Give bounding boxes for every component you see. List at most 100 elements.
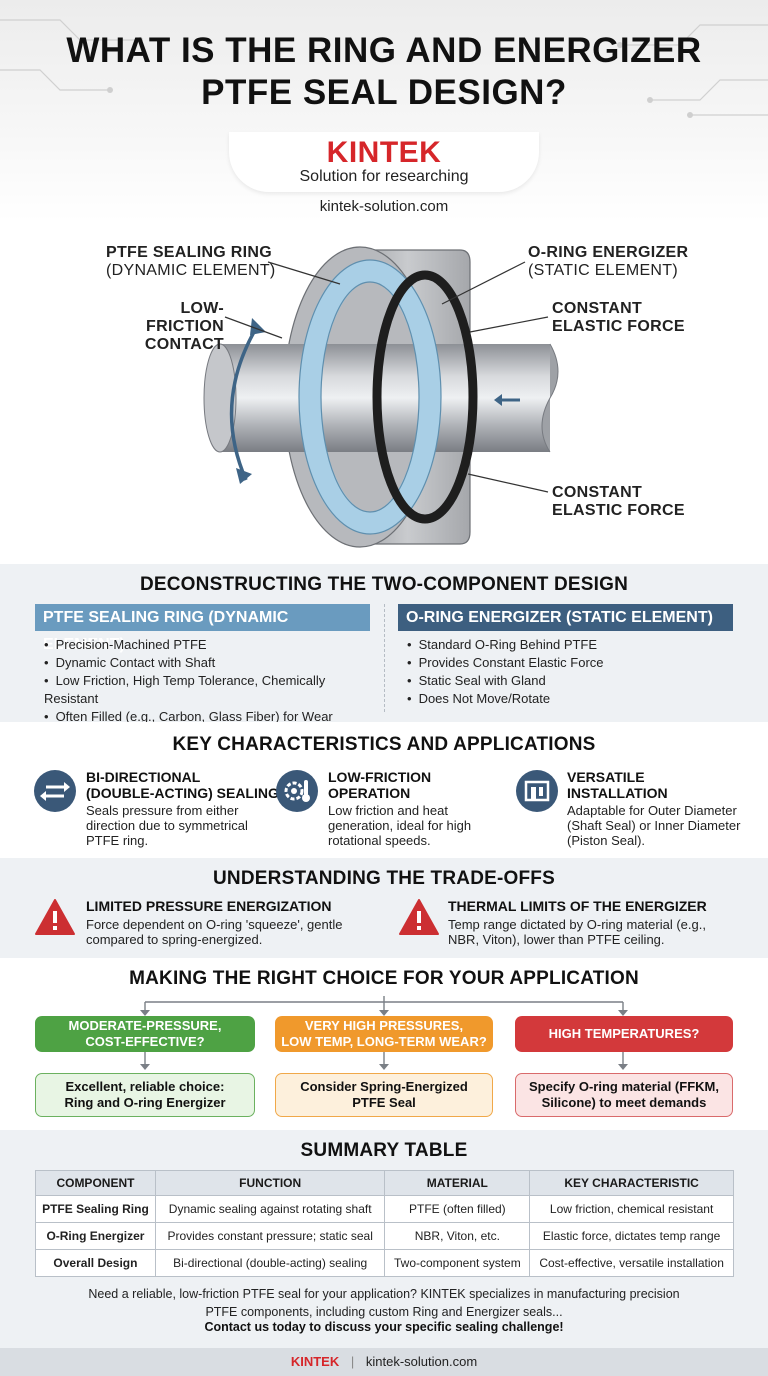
shaft [220, 344, 550, 452]
ptfe-ring [299, 260, 441, 534]
characteristic-title-line: VERSATILE [567, 769, 645, 785]
characteristic-desc-line: (Piston Seal). [567, 833, 646, 848]
table-cell: NBR, Viton, etc. [384, 1222, 531, 1250]
characteristics-section: KEY CHARACTERISTICS AND APPLICATIONS BI-… [0, 722, 768, 858]
decision-answer-line: Consider Spring-Energized [300, 1079, 468, 1094]
label-ptfe-sealing-ring-sub: (DYNAMIC ELEMENT) [106, 262, 276, 279]
tradeoff-desc: Force dependent on O-ring 'squeeze', gen… [86, 917, 342, 947]
decision-question-line: LOW TEMP, LONG-TERM WEAR? [281, 1034, 487, 1049]
label-ptfe-sealing-ring-title: PTFE SEALING RING [106, 244, 272, 261]
decision-answer-line: PTFE Seal [352, 1095, 416, 1110]
warning-icon [35, 899, 75, 935]
cta-line: Need a reliable, low-friction PTFE seal … [88, 1287, 680, 1301]
label-constant-elastic-force-upper: CONSTANT ELASTIC FORCE [552, 300, 685, 336]
characteristic-title: VERSATILE INSTALLATION [567, 769, 668, 801]
table-cell: Provides constant pressure; static seal [154, 1222, 386, 1250]
label-low-friction-line2: CONTACT [144, 336, 224, 353]
list-item: Static Seal with Gland [407, 672, 737, 690]
tradeoff-desc-line: Temp range dictated by O-ring material (… [448, 917, 706, 932]
table-cell: Bi-directional (double-acting) sealing [154, 1249, 386, 1277]
ptfe-ring-features: Precision-Machined PTFE Dynamic Contact … [44, 636, 379, 744]
tradeoff-desc-line: Force dependent on O-ring 'squeeze', gen… [86, 917, 343, 932]
o-ring-features: Standard O-Ring Behind PTFE Provides Con… [407, 636, 737, 708]
tradeoff-desc-line: compared to spring-energized. [86, 932, 263, 947]
column-header: KEY CHARACTERISTIC [529, 1170, 734, 1196]
table-cell: O-Ring Energizer [35, 1222, 156, 1250]
seal-illustration [203, 246, 559, 548]
column-header: FUNCTION [154, 1170, 386, 1196]
summary-title: SUMMARY TABLE [300, 1140, 468, 1161]
decision-question-line: HIGH TEMPERATURES? [548, 1026, 700, 1041]
decision-answer-line: Ring and O-ring Energizer [64, 1095, 226, 1110]
installation-icon [516, 770, 558, 812]
ptfe-ring-banner: PTFE SEALING RING (DYNAMIC ELEMENT) [35, 604, 370, 653]
table-cell: Overall Design [35, 1249, 156, 1277]
brand-logo: KINTEK [0, 136, 768, 170]
label-o-ring-energizer-sub: (STATIC ELEMENT) [528, 262, 678, 279]
page-title-line2: PTFE SEAL DESIGN? [201, 73, 567, 112]
tradeoff-desc: Temp range dictated by O-ring material (… [448, 917, 706, 947]
deconstruct-section: DECONSTRUCTING THE TWO-COMPONENT DESIGN … [0, 564, 768, 742]
characteristic-title-line: OPERATION [328, 785, 411, 801]
footer-website-link[interactable]: kintek-solution.com [365, 1354, 478, 1369]
o-ring-banner: O-RING ENERGIZER (STATIC ELEMENT) [398, 604, 733, 631]
column-header: MATERIAL [384, 1170, 531, 1196]
column-header: COMPONENT [35, 1170, 156, 1196]
list-item: Standard O-Ring Behind PTFE [407, 636, 737, 654]
characteristic-desc-line: direction due to symmetrical [86, 818, 248, 833]
rotation-arrow [229, 324, 260, 481]
gear-thermometer-icon [276, 770, 318, 812]
characteristic-desc-line: rotational speeds. [328, 833, 431, 848]
page-title: WHAT IS THE RING AND ENERGIZER PTFE SEAL… [0, 30, 768, 114]
list-item: Precision-Machined PTFE [44, 636, 379, 654]
list-item: Does Not Move/Rotate [407, 690, 737, 708]
table-row: PTFE Sealing Ring Dynamic sealing agains… [35, 1195, 734, 1223]
decision-question-line: MODERATE-PRESSURE, [68, 1018, 222, 1033]
table-header-row: COMPONENT FUNCTION MATERIAL KEY CHARACTE… [35, 1170, 734, 1196]
label-force-lower-line1: CONSTANT [552, 484, 643, 501]
decision-question-line: VERY HIGH PRESSURES, [304, 1018, 464, 1033]
seal-diagram: PTFE SEALING RING (DYNAMIC ELEMENT) LOW-… [0, 222, 768, 564]
summary-section: SUMMARY TABLE COMPONENT FUNCTION MATERIA… [0, 1130, 768, 1348]
circuit-background-decoration [0, 19, 768, 118]
call-to-action-text: Need a reliable, low-friction PTFE seal … [0, 1285, 768, 1321]
header: WHAT IS THE RING AND ENERGIZER PTFE SEAL… [0, 0, 768, 222]
decision-answer-line: Specify O-ring material (FFKM, [529, 1079, 719, 1094]
characteristics-title: KEY CHARACTERISTICS AND APPLICATIONS [172, 734, 596, 755]
contact-call-to-action[interactable]: Contact us today to discuss your specifi… [204, 1320, 564, 1334]
table-cell: Elastic force, dictates temp range [529, 1222, 734, 1250]
decision-answer-line: Silicone) to meet demands [541, 1095, 707, 1110]
decision-question-high-pressure: VERY HIGH PRESSURES,LOW TEMP, LONG-TERM … [275, 1016, 493, 1052]
footer-separator: | [350, 1354, 355, 1369]
decision-connectors [140, 996, 628, 1070]
list-item: Provides Constant Elastic Force [407, 654, 737, 672]
characteristic-desc-line: Low friction and heat [328, 803, 448, 818]
decision-answer-moderate: Excellent, reliable choice:Ring and O-ri… [35, 1073, 255, 1117]
characteristic-desc: Seals pressure from either direction due… [86, 803, 248, 848]
table-cell: PTFE Sealing Ring [35, 1195, 156, 1223]
label-low-friction-contact: LOW-FRICTION CONTACT [114, 300, 224, 354]
decision-title: MAKING THE RIGHT CHOICE FOR YOUR APPLICA… [129, 968, 639, 989]
characteristic-title-line: INSTALLATION [567, 785, 668, 801]
characteristic-title-line: LOW-FRICTION [328, 769, 432, 785]
characteristic-desc-line: Seals pressure from either [86, 803, 239, 818]
decision-question-high-temp: HIGH TEMPERATURES? [515, 1016, 733, 1052]
summary-table: COMPONENT FUNCTION MATERIAL KEY CHARACTE… [35, 1170, 734, 1277]
table-cell: Dynamic sealing against rotating shaft [154, 1195, 386, 1223]
characteristic-desc-line: PTFE ring. [86, 833, 149, 848]
tradeoffs-title: UNDERSTANDING THE TRADE-OFFS [213, 868, 555, 889]
table-cell: Low friction, chemical resistant [529, 1195, 734, 1223]
deconstruct-title: DECONSTRUCTING THE TWO-COMPONENT DESIGN [139, 574, 629, 595]
table-row: Overall Design Bi-directional (double-ac… [35, 1249, 734, 1277]
characteristic-desc-line: Adaptable for Outer Diameter [567, 803, 737, 818]
footer: KINTEK | kintek-solution.com [0, 1348, 768, 1376]
label-force-upper-line1: CONSTANT [552, 300, 643, 317]
label-o-ring-energizer-title: O-RING ENERGIZER [528, 244, 689, 261]
column-divider [384, 604, 385, 712]
label-force-upper-line2: ELASTIC FORCE [552, 318, 685, 335]
website-link[interactable]: kintek-solution.com [319, 198, 449, 215]
logo-plate [229, 132, 539, 192]
page-title-line1: WHAT IS THE RING AND ENERGIZER [66, 31, 702, 70]
tradeoff-desc-line: NBR, Viton), lower than PTFE ceiling. [448, 932, 665, 947]
list-item: Low Friction, High Temp Tolerance, Chemi… [44, 672, 379, 708]
